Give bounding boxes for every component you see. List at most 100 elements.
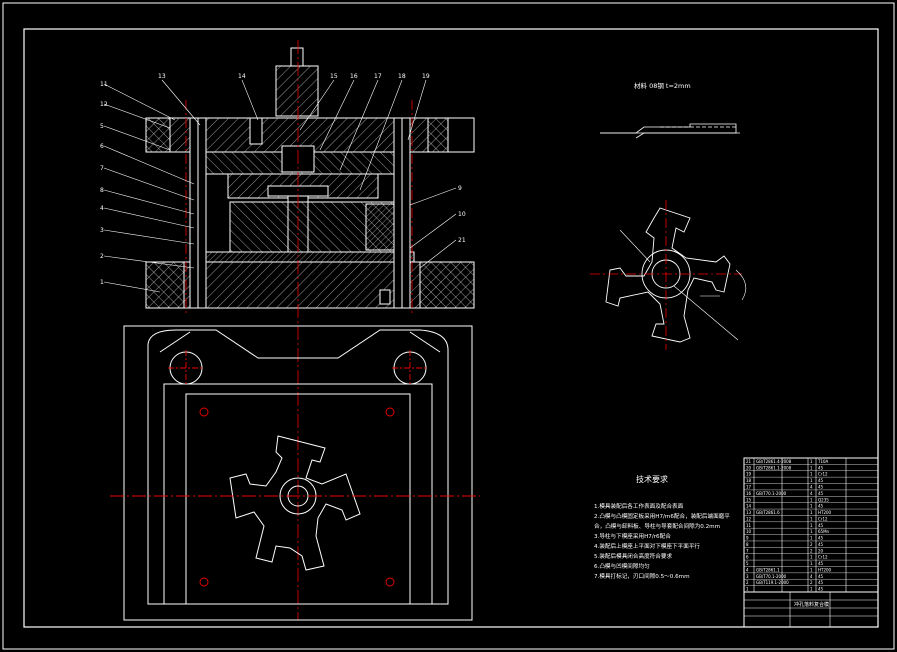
bom-cell-material: 45: [818, 580, 824, 585]
bom-cell-qty: 1: [810, 459, 813, 464]
bom-cell-material: 45: [818, 485, 824, 490]
bom-cell-no: 16: [746, 491, 752, 496]
tech-line: 1.模具装配后各工作表面及配合表面: [594, 502, 684, 510]
leader-lines-right: [409, 187, 457, 269]
tech-title: 技术要求: [636, 474, 668, 484]
bom-cell-name: GB/T70.1-2000: [756, 574, 787, 579]
leader-label: 19: [422, 73, 430, 80]
bom-cell-qty: 4: [810, 574, 813, 579]
bom-cell-material: 45: [818, 574, 824, 579]
leader-labels: 11 12 5 6 7 8 4 3 2 1 13 14 15 16 17 18 …: [100, 73, 466, 286]
bom-cell-material: Cr12: [818, 472, 828, 477]
bom-cell-qty: 2: [810, 580, 813, 585]
bom-cell-qty: 2: [810, 548, 813, 553]
bom-cell-no: 6: [746, 555, 749, 560]
bom-cell-no: 7: [746, 548, 749, 553]
part-dim-leaders: [619, 229, 747, 341]
bom-cell-qty: 1: [810, 472, 813, 477]
leader-lines-top: [161, 79, 427, 191]
plan-view-holes: [110, 350, 480, 587]
bom-cell-no: 2: [746, 580, 749, 585]
bom-cell-no: 14: [746, 504, 752, 509]
bom-cell-material: 45: [818, 465, 824, 470]
bom-cell-material: 45: [818, 504, 824, 509]
bom-cell-name: GB/T119.1-2000: [756, 580, 789, 585]
bom-cell-material: 45: [818, 542, 824, 547]
bom-cell-material: Cr12: [818, 516, 828, 521]
bom-cell-name: GB/T70.1-2000: [756, 491, 787, 496]
bom-cell-qty: 1: [810, 516, 813, 521]
part-side-view: [600, 123, 740, 139]
bom-cell-material: T10A: [817, 459, 829, 464]
leader-label: 17: [374, 73, 382, 80]
leader-label: 13: [158, 73, 166, 80]
tech-line: 7.模具打标记，刃口间隙0.5～0.6mm: [594, 572, 690, 580]
bom-cell-no: 17: [746, 485, 752, 490]
leader-label: 18: [398, 73, 406, 80]
bom-cell-qty: 4: [810, 491, 813, 496]
bom-cell-material: 20: [818, 548, 824, 553]
bom-cell-material: HT200: [818, 510, 832, 515]
part-centerlines: [590, 200, 742, 350]
technical-requirements: 技术要求 1.模具装配后各工作表面及配合表面 2.凸模与凸模固定板采用H7/m6…: [594, 474, 730, 580]
leader-label: 16: [350, 73, 358, 80]
leader-label: 15: [330, 73, 338, 80]
part-plan-view: [605, 207, 731, 343]
bom-cell-material: 45: [818, 478, 824, 483]
bom-cell-qty: 1: [810, 478, 813, 483]
leader-label: 10: [458, 211, 466, 218]
tech-line: 4.装配后上模座上平面对下模座下平面平行: [594, 542, 700, 550]
bom-cell-material: 45: [818, 523, 824, 528]
bom-cell-qty: 1: [810, 510, 813, 515]
tech-line: 合，凸模与卸料板、导柱与导套配合间隙为0.2mm: [594, 522, 720, 530]
section-view: [145, 47, 475, 309]
bom-cell-qty: 1: [810, 529, 813, 534]
leader-label: 2: [100, 253, 104, 260]
bom-cell-no: 21: [746, 459, 752, 464]
bom-cell-material: 65Mn: [818, 529, 830, 534]
bom-cell-qty: 4: [810, 485, 813, 490]
material-note: 材料 08钢 t=2mm: [634, 81, 691, 90]
bom-cell-qty: 1: [810, 497, 813, 502]
inner-border: [23, 28, 879, 628]
tech-line: 5.装配后模具闭合高度符合要求: [594, 552, 672, 560]
bom-cell-material: 45: [818, 491, 824, 496]
bom-cell-no: 4: [746, 567, 749, 572]
bom-cell-name: GB/T2861.1: [756, 567, 780, 572]
bom-cell-qty: 2: [810, 542, 813, 547]
leader-label: 9: [458, 185, 462, 192]
bom-cell-material: Q235: [818, 497, 829, 502]
bom-cell-material: 45: [818, 587, 824, 592]
leader-label: 11: [100, 81, 108, 88]
title-block-label: 冲孔落料复合模: [794, 601, 829, 608]
bom-cell-no: 8: [746, 542, 749, 547]
bom-cell-no: 12: [746, 516, 752, 521]
bom-cell-material: 45: [818, 561, 824, 566]
bom-cell-no: 9: [746, 536, 749, 541]
leader-label: 8: [100, 187, 104, 194]
bom-cell-qty: 1: [810, 465, 813, 470]
bom-cell-qty: 1: [810, 587, 813, 592]
leader-label: 3: [100, 227, 104, 234]
bom-cell-material: 45: [818, 536, 824, 541]
bom-cell-name: GB/T2861.6: [756, 510, 780, 515]
leader-label: 4: [100, 205, 104, 212]
bom-cell-no: 18: [746, 478, 752, 483]
bom-cell-qty: 1: [810, 523, 813, 528]
tech-line: 6.凸模与凹模间隙均匀: [594, 562, 650, 570]
leader-label: 7: [100, 165, 104, 172]
bom-cell-no: 11: [746, 523, 752, 528]
bom-cell-qty: 1: [810, 536, 813, 541]
bom-cell-no: 1: [746, 587, 749, 592]
bom-cell-qty: 1: [810, 561, 813, 566]
tech-line: 3.导柱与下模座采用H7/r6配合: [594, 532, 671, 540]
leader-label: 1: [100, 279, 104, 286]
bom-cell-material: HT200: [818, 567, 832, 572]
bom-cell-no: 15: [746, 497, 752, 502]
bom-cell-no: 20: [746, 465, 752, 470]
leader-label: 5: [100, 123, 104, 130]
bom-cell-qty: 1: [810, 555, 813, 560]
